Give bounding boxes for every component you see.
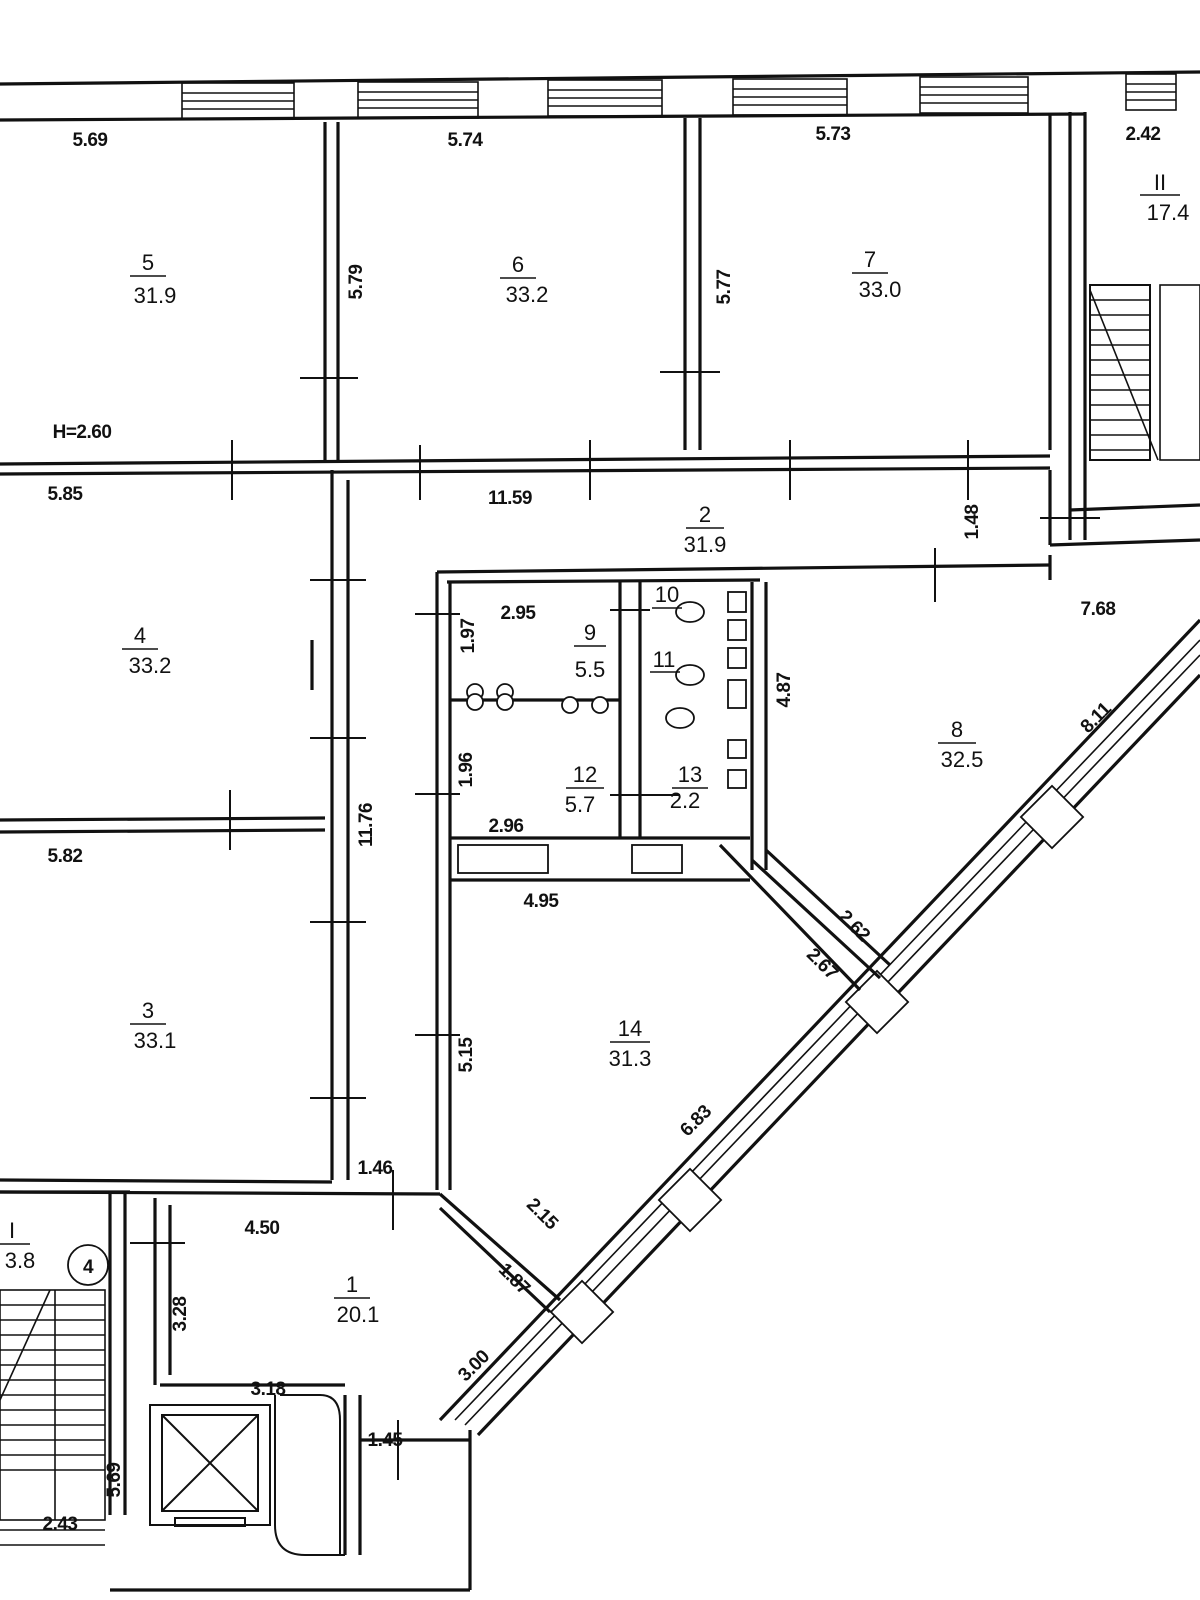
room-2-label: 2 31.9 <box>684 502 727 557</box>
room-9-label: 9 5.5 <box>574 620 606 682</box>
room-7-label: 7 33.0 <box>852 247 901 302</box>
room-3-label: 3 33.1 <box>130 998 176 1053</box>
dim-label: 1.96 <box>456 753 477 788</box>
dim-label: 3.28 <box>170 1297 191 1332</box>
svg-text:5: 5 <box>142 250 154 275</box>
stair-marker: 4 <box>83 1257 94 1278</box>
svg-text:2: 2 <box>699 502 711 527</box>
svg-text:12: 12 <box>573 762 597 787</box>
dim-label: 5.69 <box>73 130 108 151</box>
svg-text:33.0: 33.0 <box>859 277 902 302</box>
svg-text:3: 3 <box>142 998 154 1023</box>
svg-text:31.9: 31.9 <box>684 532 727 557</box>
svg-text:17.4: 17.4 <box>1147 200 1190 225</box>
dim-label: 5.85 <box>48 484 84 505</box>
stair-II <box>1089 284 1200 461</box>
room-4-label: 4 33.2 <box>122 623 171 678</box>
svg-text:20.1: 20.1 <box>337 1302 380 1327</box>
dim-label: 3.00 <box>454 1346 494 1386</box>
dim-label: 11.76 <box>356 803 377 847</box>
dim-label: 5.69 <box>104 1463 125 1498</box>
diagonal-exterior-wall <box>438 538 1200 1437</box>
lower-left-area <box>0 1190 472 1592</box>
room-5-label: 5 31.9 <box>130 250 176 308</box>
svg-text:5.7: 5.7 <box>565 792 596 817</box>
dim-label: 1.45 <box>368 1430 404 1451</box>
room-11-label: 11 <box>650 647 680 673</box>
dim-label: 2.42 <box>1126 124 1161 145</box>
dim-label: 5.74 <box>448 130 484 151</box>
dim-label: 7.68 <box>1081 599 1116 620</box>
svg-text:5.5: 5.5 <box>575 657 606 682</box>
dim-label: 4.87 <box>774 673 795 708</box>
room-10-label: 10 <box>652 582 682 609</box>
dim-label: 5.15 <box>456 1037 477 1073</box>
room-6-label: 6 33.2 <box>500 252 548 307</box>
svg-text:1: 1 <box>346 1272 358 1297</box>
dim-label: 5.79 <box>346 265 367 300</box>
svg-text:13: 13 <box>678 762 702 787</box>
dim-label: 11.59 <box>488 488 532 509</box>
room-1-label: 1 20.1 <box>334 1272 379 1327</box>
svg-text:6: 6 <box>512 252 524 277</box>
sanitary-core <box>435 563 1051 1190</box>
dim-label: 4.50 <box>245 1218 280 1239</box>
dim-label: 2.43 <box>43 1514 78 1535</box>
room-8-label: 8 32.5 <box>938 717 983 772</box>
svg-text:2.2: 2.2 <box>670 788 701 813</box>
upper-room-walls <box>0 112 1200 545</box>
svg-text:10: 10 <box>655 582 679 607</box>
dim-label: 4.95 <box>524 891 560 912</box>
room-labels: 5 31.9 6 33.2 7 33.0 II 17.4 2 31.9 4 33… <box>0 170 1189 1327</box>
dim-label: 2.95 <box>501 603 537 624</box>
svg-text:31.9: 31.9 <box>134 283 177 308</box>
dim-label: 5.77 <box>714 270 735 305</box>
room-12-label: 12 5.7 <box>565 762 604 817</box>
dim-label: 2.15 <box>522 1194 562 1234</box>
svg-text:4: 4 <box>134 623 146 648</box>
svg-text:I: I <box>9 1218 15 1243</box>
dim-label: 5.82 <box>48 846 83 867</box>
dim-label: 1.46 <box>358 1158 393 1179</box>
svg-text:8: 8 <box>951 717 963 742</box>
room-II-label: II 17.4 <box>1140 170 1189 225</box>
svg-text:3.8: 3.8 <box>5 1248 36 1273</box>
dimension-ticks <box>130 371 1100 1480</box>
top-exterior-wall <box>0 70 1200 122</box>
room-I-label: I 3.8 <box>0 1218 35 1273</box>
svg-text:7: 7 <box>864 247 876 272</box>
room-14-label: 14 31.3 <box>609 1016 652 1071</box>
dim-label: 5.73 <box>816 124 851 145</box>
dim-label: 3.18 <box>251 1379 286 1400</box>
ceiling-height: H=2.60 <box>53 422 112 443</box>
dim-label: 2.67 <box>802 944 842 984</box>
svg-text:14: 14 <box>618 1016 642 1041</box>
svg-text:9: 9 <box>584 620 596 645</box>
svg-text:11: 11 <box>653 647 676 672</box>
svg-text:31.3: 31.3 <box>609 1046 652 1071</box>
svg-text:II: II <box>1154 170 1166 195</box>
svg-text:33.1: 33.1 <box>134 1028 177 1053</box>
svg-text:33.2: 33.2 <box>506 282 549 307</box>
svg-text:32.5: 32.5 <box>941 747 984 772</box>
dim-label: 8.11 <box>1077 698 1117 738</box>
dim-label: 2.96 <box>489 816 524 837</box>
dim-label: 1.48 <box>962 505 983 540</box>
svg-text:33.2: 33.2 <box>129 653 172 678</box>
room-13-label: 13 2.2 <box>670 762 708 813</box>
dim-label: 1.97 <box>458 619 479 654</box>
